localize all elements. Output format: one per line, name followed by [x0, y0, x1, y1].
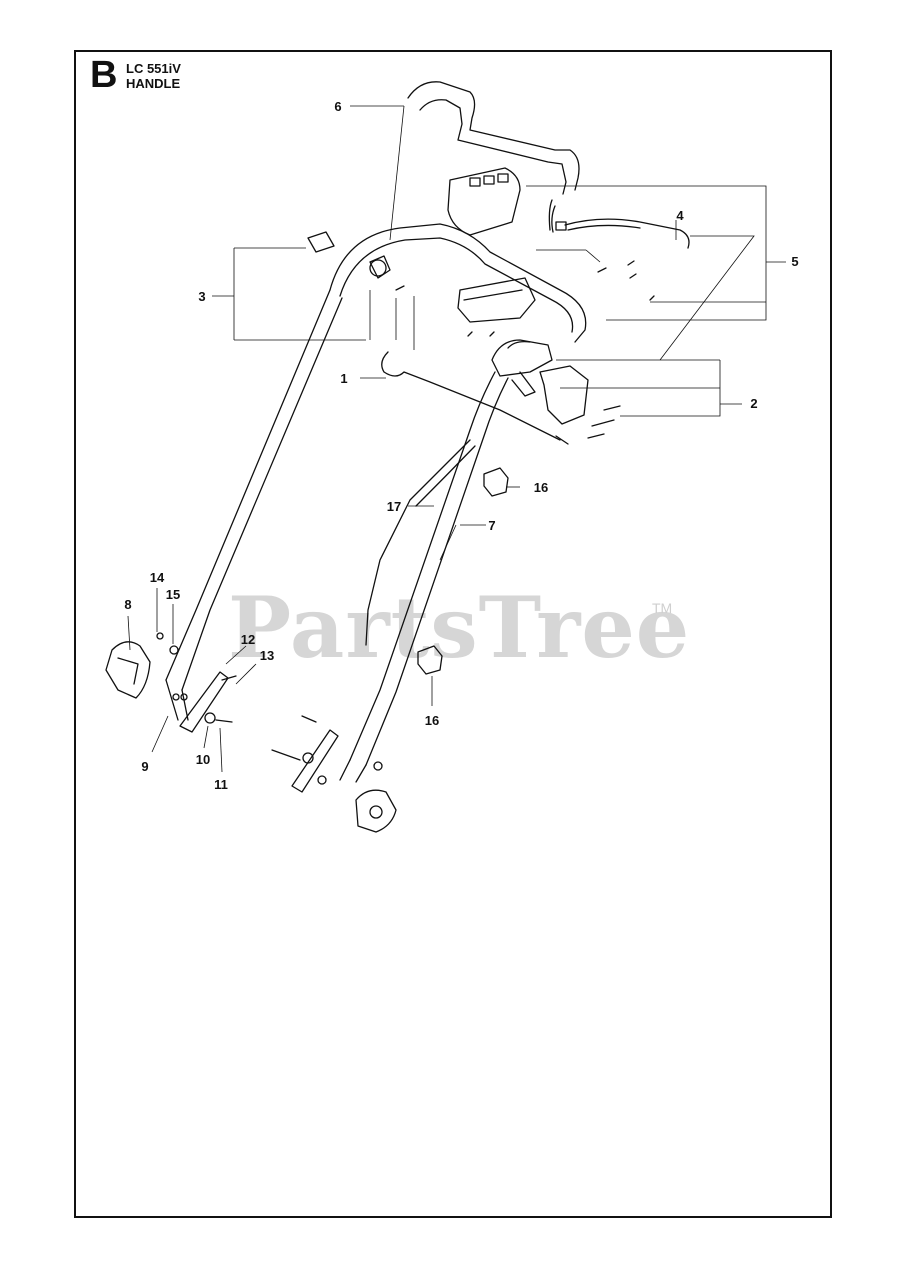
model-name: LC 551iV [126, 61, 181, 76]
callout-labels: 1 2 3 4 5 6 7 8 9 10 11 12 13 14 15 16 1… [124, 99, 798, 792]
switch-housing [491, 339, 589, 425]
callout-17: 17 [387, 499, 401, 514]
cable-17 [365, 439, 476, 646]
right-bracket [271, 715, 397, 833]
diagram-title: HANDLE [126, 76, 181, 91]
leader-lines [127, 105, 786, 773]
callout-9: 9 [141, 759, 148, 774]
callout-1: 1 [340, 371, 347, 386]
callout-14: 14 [150, 570, 165, 585]
diagram-heading: LC 551iV HANDLE [126, 61, 181, 91]
callout-3: 3 [198, 289, 205, 304]
callout-6: 6 [334, 99, 341, 114]
callout-7: 7 [488, 518, 495, 533]
screws [467, 260, 655, 439]
wire-harness [555, 218, 690, 249]
clip-3 [307, 231, 405, 291]
page-frame [74, 50, 832, 1218]
main-handle-loop [329, 223, 587, 343]
upper-handlebar [407, 81, 580, 233]
callout-11: 11 [214, 777, 228, 792]
left-bracket [156, 632, 237, 733]
callout-12: 12 [241, 632, 255, 647]
callout-15: 15 [166, 587, 180, 602]
callout-13: 13 [260, 648, 274, 663]
callout-2: 2 [750, 396, 757, 411]
watermark-trademark: TM [652, 600, 673, 616]
right-handle-tube [339, 371, 509, 783]
watermark: PartsTree [228, 578, 691, 677]
left-knob [105, 641, 151, 699]
callout-16-lower: 16 [425, 713, 439, 728]
callout-16-upper: 16 [534, 480, 548, 495]
callout-8: 8 [124, 597, 131, 612]
callout-4: 4 [676, 208, 684, 223]
control-panel [447, 167, 536, 323]
callout-5: 5 [791, 254, 798, 269]
section-letter: B [90, 54, 118, 96]
callout-10: 10 [196, 752, 210, 767]
left-handle-tube [165, 289, 343, 721]
clips-16 [417, 467, 509, 675]
cable [381, 351, 569, 445]
